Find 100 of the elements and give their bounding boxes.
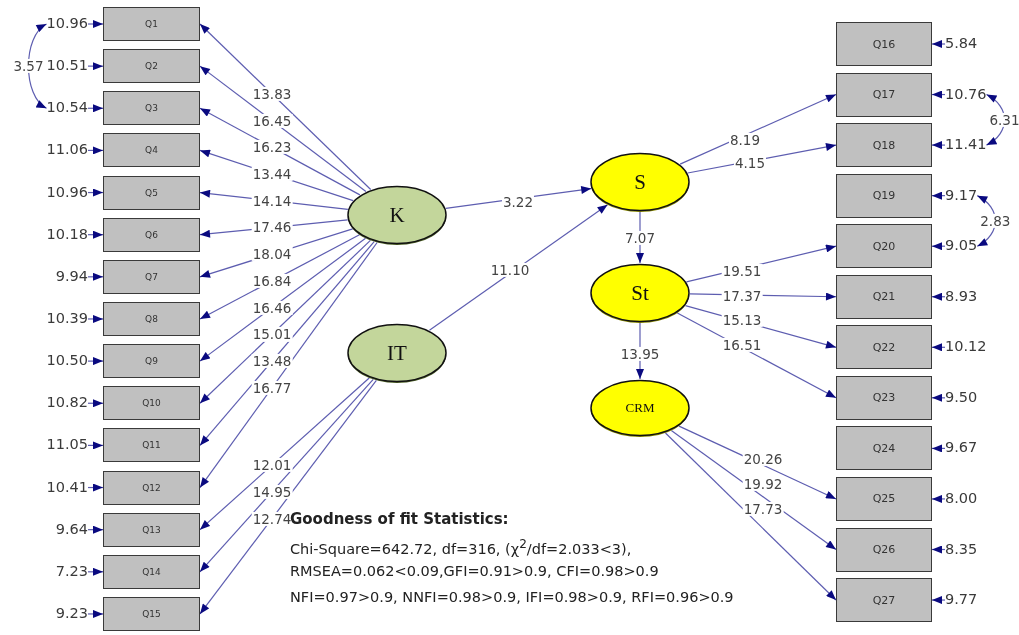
error-variance-value: 10.12 <box>945 339 987 356</box>
edge-label: 19.92 <box>742 476 784 492</box>
variable-label: Q3 <box>145 103 158 114</box>
edge-label: 18.04 <box>251 247 293 262</box>
arrow <box>931 545 946 554</box>
observed-variable-box <box>836 578 932 623</box>
arrow <box>87 272 104 281</box>
observed-variable-box <box>103 217 200 252</box>
observed-variable-box <box>836 527 932 572</box>
arrow <box>199 241 375 446</box>
observed-variable-box <box>103 133 200 168</box>
error-variance-value: 10.50 <box>46 353 88 370</box>
variable-label: Q5 <box>145 187 158 198</box>
edge-label: 13.48 <box>251 354 293 369</box>
error-variance-value: 8.93 <box>945 288 978 305</box>
edge-label: 2.83 <box>979 213 1012 228</box>
observed-variable-box <box>836 325 932 370</box>
variable-label: CRM <box>625 400 655 416</box>
variable-label: Q12 <box>142 482 161 493</box>
arrow <box>931 596 946 605</box>
variable-label: Q17 <box>872 88 896 102</box>
observed-variable-box <box>103 386 200 421</box>
error-variance-value: 9.05 <box>945 238 978 255</box>
arrow <box>87 609 104 618</box>
edge-label: 12.01 <box>251 458 293 473</box>
arrow <box>199 237 367 362</box>
latent-variable-ellipse <box>590 379 690 437</box>
variable-label: Q6 <box>145 229 158 240</box>
observed-variable-box <box>836 22 932 66</box>
error-variance-value: 8.35 <box>945 541 978 558</box>
variable-label: Q7 <box>145 271 158 282</box>
variable-label: Q20 <box>872 239 896 253</box>
error-variance-value: 9.94 <box>55 268 88 285</box>
error-variance-value: 9.50 <box>945 389 978 406</box>
fit-statistics-heading: Goodness of fit Statistics: <box>290 510 509 528</box>
variable-label: Q25 <box>872 492 896 506</box>
variable-label: K <box>389 202 405 228</box>
variable-label: Q13 <box>142 524 161 535</box>
arrow <box>199 377 370 531</box>
variable-label: Q21 <box>872 290 896 304</box>
arrow <box>931 494 946 503</box>
edge-label: 16.51 <box>721 337 763 353</box>
variable-label: IT <box>387 340 407 366</box>
error-variance-value: 10.18 <box>46 226 88 243</box>
variable-label: Q27 <box>872 593 896 607</box>
edge-label: 13.44 <box>251 166 293 182</box>
edge-label: 19.51 <box>721 263 763 279</box>
observed-variable-box <box>836 72 932 117</box>
edge-label: 16.23 <box>251 140 293 155</box>
edge-label: 4.15 <box>733 155 767 171</box>
latent-variable-ellipse <box>347 323 447 383</box>
arrow <box>931 343 946 352</box>
observed-variable-box <box>836 173 932 218</box>
edge-label: 3.57 <box>12 59 45 74</box>
variable-label: Q19 <box>872 189 896 203</box>
error-variance-value: 11.05 <box>46 437 88 454</box>
error-variance-value: 10.76 <box>945 86 987 103</box>
edge-label: 16.77 <box>251 380 293 395</box>
arrow <box>199 241 378 489</box>
variable-label: Q11 <box>142 440 161 451</box>
error-variance-value: 8.00 <box>945 490 978 507</box>
arrow <box>87 146 104 155</box>
arrow <box>931 90 946 99</box>
arrow <box>199 65 367 193</box>
observed-variable-box <box>103 175 200 210</box>
arrow <box>931 242 946 251</box>
variable-label: Q14 <box>142 566 161 577</box>
error-variance-value: 9.77 <box>945 592 978 608</box>
fit-statistics-text: RMSEA=0.062<0.09,GFI=0.91>0.9, CFI=0.98>0.9 <box>290 563 659 579</box>
arrow <box>931 40 946 48</box>
observed-variable-box <box>836 426 932 471</box>
variable-label: Q10 <box>142 398 161 409</box>
error-variance-value: 9.67 <box>945 440 978 457</box>
variable-label: Q15 <box>142 608 161 619</box>
edge-label: 13.83 <box>251 86 293 101</box>
edge-label: 16.45 <box>251 113 293 128</box>
variable-label: S <box>634 169 646 195</box>
variable-label: Q8 <box>145 313 158 324</box>
observed-variable-box <box>103 470 200 505</box>
variable-label: Q18 <box>872 138 896 152</box>
edge-label: 13.95 <box>619 346 661 362</box>
variable-label: Q4 <box>145 145 158 156</box>
edge-label: 7.07 <box>623 230 657 246</box>
variable-label: Q23 <box>872 391 896 405</box>
error-variance-value: 10.39 <box>46 311 88 327</box>
variable-label: Q1 <box>145 19 158 29</box>
error-variance-value: 9.64 <box>55 521 88 538</box>
arrow <box>87 104 104 113</box>
error-variance-value: 5.84 <box>945 36 978 52</box>
arrow <box>87 230 104 239</box>
edge-label: 16.46 <box>251 300 293 315</box>
edge-label: 15.01 <box>251 327 293 342</box>
error-variance-value: 11.06 <box>46 142 88 159</box>
arrow <box>87 441 104 450</box>
arrow <box>670 430 837 551</box>
arrow <box>87 399 104 408</box>
arrow <box>87 567 104 576</box>
arrow <box>931 292 946 301</box>
arrow <box>931 141 946 150</box>
edge-label: 14.95 <box>251 484 293 499</box>
